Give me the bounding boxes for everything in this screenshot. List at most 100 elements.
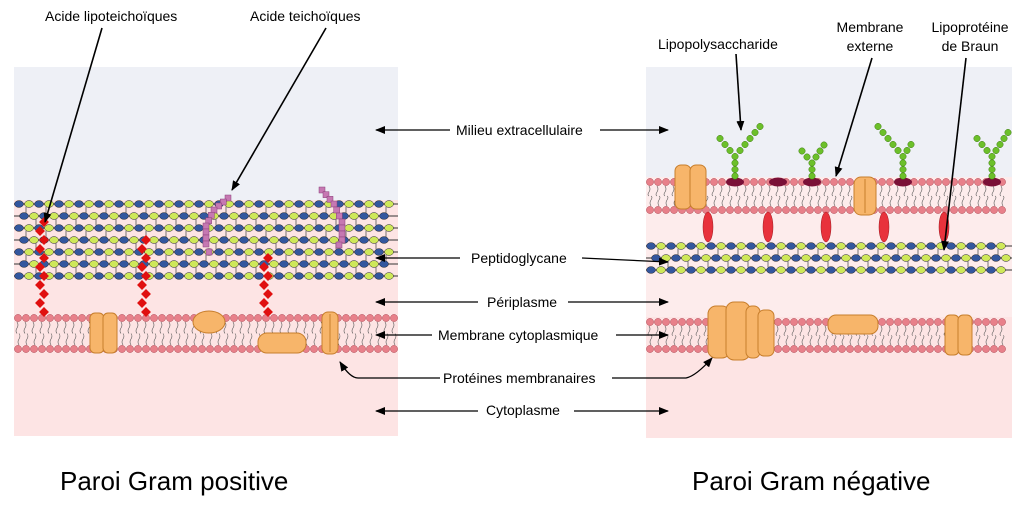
peripheral-protein <box>827 314 879 335</box>
lipid-head <box>886 318 894 326</box>
sugar-unit <box>676 266 686 274</box>
sugar-unit <box>129 260 139 268</box>
sugar-unit <box>836 266 846 274</box>
arrow-proteines-right <box>612 357 713 379</box>
lipid-head <box>894 318 902 326</box>
sugar-unit <box>756 242 766 250</box>
lipid-head <box>902 206 910 214</box>
sugar-unit <box>259 236 269 244</box>
peptidoglycan-layer-right <box>646 242 1012 274</box>
sugar-unit <box>64 200 74 208</box>
lipid-head <box>270 314 278 322</box>
lipid-head <box>278 314 286 322</box>
lipid-head <box>350 314 358 322</box>
lipoteichoic-unit <box>263 307 273 317</box>
sugar-unit <box>154 272 164 280</box>
sugar-unit <box>324 272 334 280</box>
lipid-head <box>990 206 998 214</box>
lps-sugar <box>756 123 764 130</box>
lipoteichoic-unit <box>137 280 147 290</box>
sugar-unit <box>154 200 164 208</box>
lipid-head <box>30 314 38 322</box>
lipid-head <box>286 314 294 322</box>
lipid-head <box>862 345 870 353</box>
lipid-tail <box>239 321 243 334</box>
sugar-unit <box>229 236 239 244</box>
sugar-unit <box>384 200 394 208</box>
sugar-unit <box>254 272 264 280</box>
sugar-unit <box>986 242 996 250</box>
sugar-unit <box>846 242 856 250</box>
sugar-unit <box>214 224 224 232</box>
lipid-tail <box>185 333 189 346</box>
lipid-head <box>118 314 126 322</box>
lipid-tail <box>823 185 827 197</box>
sugar-unit <box>269 260 279 268</box>
sugar-unit <box>14 200 24 208</box>
lipid-tail <box>343 321 347 334</box>
sugar-unit <box>334 248 344 256</box>
lipid-tail <box>727 185 731 197</box>
lipid-head <box>166 345 174 353</box>
lipid-head <box>654 345 662 353</box>
sugar-unit <box>701 254 711 262</box>
sugar-unit <box>726 266 736 274</box>
extracellular-region-right <box>646 67 1012 177</box>
lipid-head <box>166 314 174 322</box>
sugar-unit <box>334 272 344 280</box>
teichoic-unit <box>224 194 232 202</box>
lipid-head <box>78 345 86 353</box>
lipid-tail <box>361 333 365 346</box>
lipid-head <box>910 206 918 214</box>
sugar-unit <box>244 200 254 208</box>
lipid-head <box>646 345 654 353</box>
teichoic-unit <box>202 234 210 242</box>
lipid-tail <box>793 335 797 346</box>
lipid-head <box>910 345 918 353</box>
sugar-unit <box>184 272 194 280</box>
lipid-tail <box>839 185 843 197</box>
sugar-unit <box>656 242 666 250</box>
lipid-tail <box>39 321 43 334</box>
title-gram-positive: Paroi Gram positive <box>60 466 289 496</box>
lipid-head <box>878 345 886 353</box>
lipid-tail <box>353 333 357 346</box>
lipid-tail <box>231 321 235 334</box>
lipid-head <box>22 345 30 353</box>
sugar-unit <box>966 242 976 250</box>
sugar-unit <box>761 254 771 262</box>
sugar-unit <box>154 224 164 232</box>
sugar-unit <box>144 248 154 256</box>
peripheral-protein <box>192 310 226 334</box>
sugar-unit <box>159 236 169 244</box>
lipid-tail <box>247 321 251 334</box>
lipid-tail <box>977 335 981 346</box>
lipid-tail <box>951 185 955 197</box>
lipid-tail <box>977 195 981 207</box>
lipid-tail <box>679 325 683 336</box>
sugar-unit <box>354 200 364 208</box>
lipid-tail <box>193 333 197 346</box>
sugar-unit <box>124 224 134 232</box>
teichoic-unit <box>338 218 346 226</box>
sugar-unit <box>194 248 204 256</box>
sugar-unit <box>741 254 751 262</box>
sugar-unit <box>374 248 384 256</box>
sugar-unit <box>89 260 99 268</box>
lipoteichoic-unit <box>141 307 151 317</box>
lipid-tail <box>887 185 891 197</box>
lipid-head <box>918 345 926 353</box>
sugar-unit <box>84 272 94 280</box>
lipid-tail <box>41 333 45 346</box>
sugar-unit <box>364 272 374 280</box>
sugar-unit <box>811 254 821 262</box>
label-milieu-extracellulaire: Milieu extracellulaire <box>456 122 583 138</box>
sugar-unit <box>314 272 324 280</box>
teichoic-unit <box>202 222 210 230</box>
lipid-tail <box>313 333 317 346</box>
sugar-unit <box>284 272 294 280</box>
lps-sugar <box>879 129 887 136</box>
teichoic-unit <box>333 206 340 214</box>
lipid-tail <box>801 335 805 346</box>
lipid-tail <box>849 195 853 207</box>
